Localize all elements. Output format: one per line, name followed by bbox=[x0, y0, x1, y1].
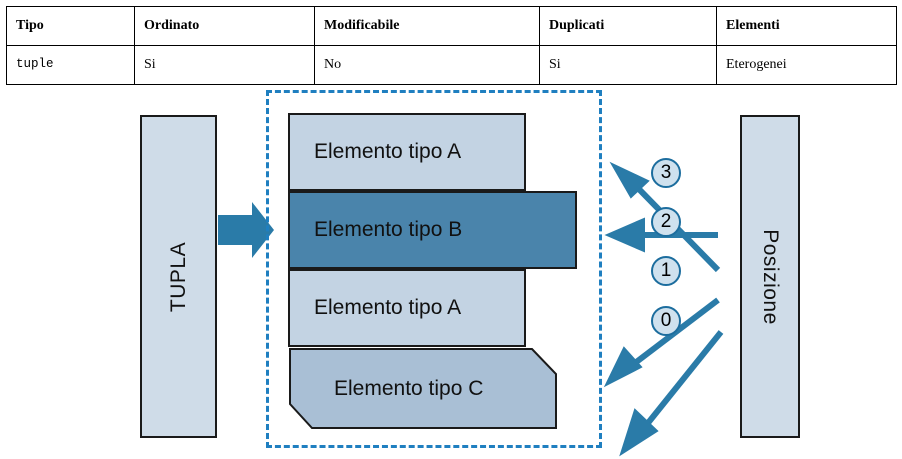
tuple-diagram: TUPLA Posizione Elemento tipo A Elemento… bbox=[0, 78, 902, 459]
element-label-2: Elemento tipo A bbox=[314, 296, 462, 319]
position-badge-3-text: 3 bbox=[660, 162, 672, 183]
position-badge-2: 2 bbox=[651, 207, 681, 237]
element-box-2: Elemento tipo A bbox=[288, 269, 526, 347]
table-row: tuple Si No Si Eterogenei bbox=[6, 45, 897, 85]
element-box-3: Elemento tipo C bbox=[288, 347, 558, 430]
element-label-3: Elemento tipo C bbox=[334, 376, 484, 400]
cell-elementi: Eterogenei bbox=[716, 45, 897, 85]
cell-duplicati: Si bbox=[539, 45, 717, 85]
table-header-row: Tipo Ordinato Modificabile Duplicati Ele… bbox=[6, 6, 897, 46]
element-c-shape bbox=[289, 348, 557, 429]
column-header-duplicati: Duplicati bbox=[539, 6, 717, 46]
position-arrow-2 bbox=[604, 217, 718, 253]
tuple-container-dashed-border bbox=[266, 90, 602, 448]
tupla-label-text: TUPLA bbox=[166, 241, 190, 312]
position-arrow-0 bbox=[619, 330, 724, 457]
position-badge-1-text: 1 bbox=[660, 260, 672, 281]
position-badge-0-text: 0 bbox=[660, 310, 672, 331]
column-header-tipo: Tipo bbox=[6, 6, 135, 46]
element-box-1: Elemento tipo B bbox=[288, 191, 577, 269]
tuple-properties-table: Tipo Ordinato Modificabile Duplicati Ele… bbox=[6, 6, 897, 85]
element-label-0: Elemento tipo A bbox=[314, 140, 462, 163]
block-arrow-icon bbox=[218, 202, 274, 258]
position-badge-2-text: 2 bbox=[660, 211, 672, 232]
posizione-label-text: Posizione bbox=[759, 228, 782, 325]
tupla-label-box: TUPLA bbox=[140, 115, 217, 438]
element-box-0: Elemento tipo A bbox=[288, 113, 526, 191]
position-badge-1: 1 bbox=[651, 256, 681, 286]
element-label-1: Elemento tipo B bbox=[314, 218, 463, 241]
cell-tipo: tuple bbox=[6, 45, 135, 85]
column-header-ordinato: Ordinato bbox=[134, 6, 315, 46]
position-badge-0: 0 bbox=[651, 306, 681, 336]
cell-ordinato: Si bbox=[134, 45, 315, 85]
diagram-vector-layer bbox=[218, 161, 724, 457]
position-badge-3: 3 bbox=[651, 158, 681, 188]
column-header-elementi: Elementi bbox=[716, 6, 897, 46]
posizione-label-box: Posizione bbox=[740, 115, 800, 438]
column-header-modificabile: Modificabile bbox=[314, 6, 540, 46]
